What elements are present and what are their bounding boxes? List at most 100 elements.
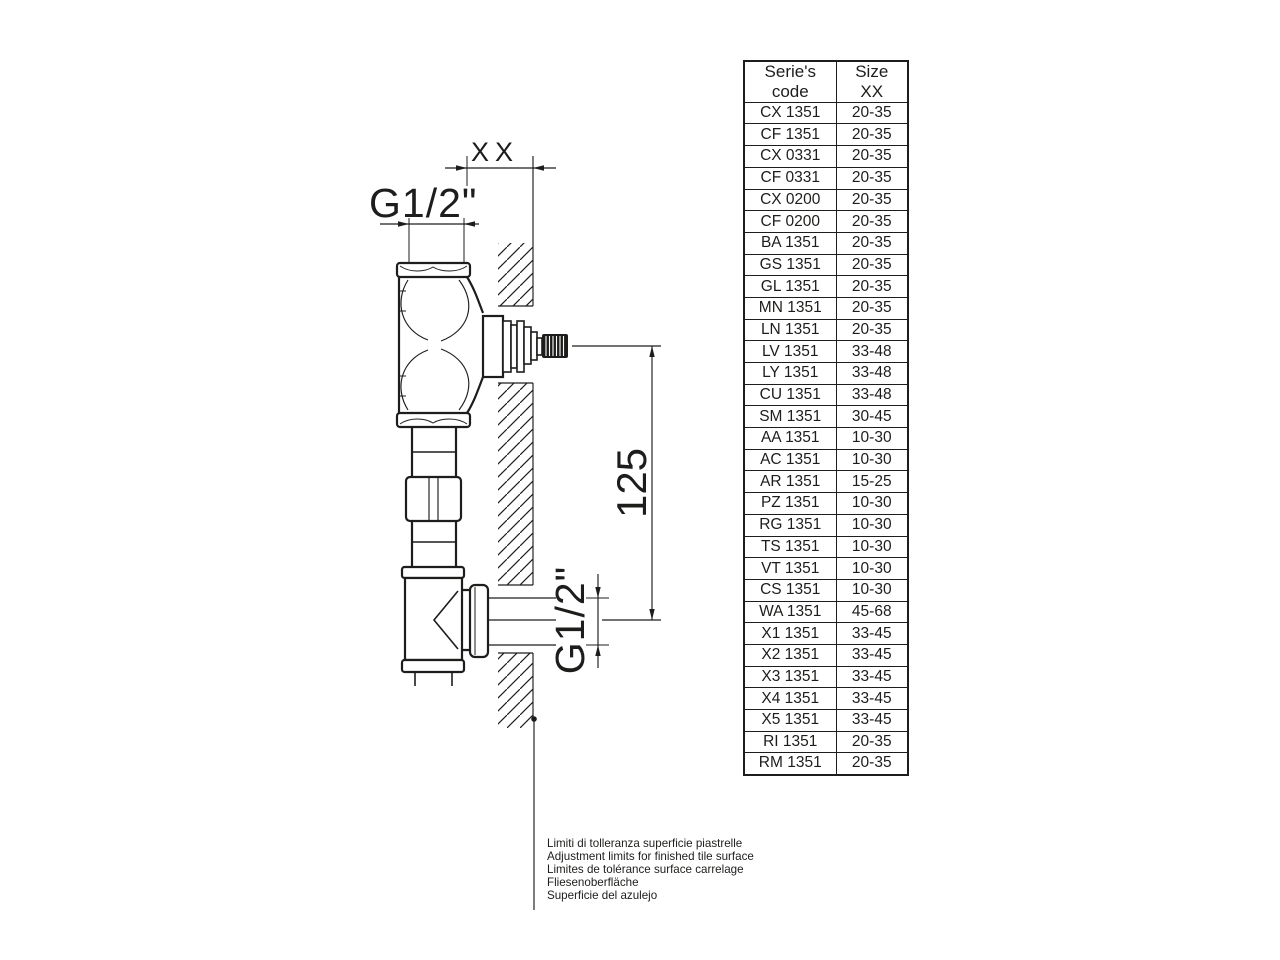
size-cell: 10-30 <box>835 427 909 450</box>
size-cell: 20-35 <box>835 752 909 776</box>
series-code-cell: BA 1351 <box>743 231 837 255</box>
size-cell: 10-30 <box>835 535 909 559</box>
size-cell: 33-48 <box>835 383 909 407</box>
size-cell: 33-45 <box>835 687 909 710</box>
size-cell: 30-45 <box>835 405 909 429</box>
size-cell: 10-30 <box>835 578 909 602</box>
note-line: Limites de tolérance surface carrelage <box>547 862 744 876</box>
size-cell: 15-25 <box>835 470 909 494</box>
col-header-series-code: Serie's code <box>743 60 837 103</box>
wall-hatch-lower <box>498 652 534 728</box>
dim-label-thread-bottom: G1/2" <box>547 566 593 674</box>
series-code-cell: CS 1351 <box>743 578 837 602</box>
series-code-cell: CX 1351 <box>743 101 837 125</box>
series-code-cell: LV 1351 <box>743 340 837 363</box>
installation-drawing: XX G1/2" <box>369 137 661 910</box>
header-line: XX <box>860 81 884 101</box>
size-cell: 33-45 <box>835 709 909 732</box>
size-cell: 20-35 <box>835 101 909 125</box>
size-cell: 45-68 <box>835 600 909 624</box>
header-line: code <box>771 81 809 101</box>
series-code-cell: CF 1351 <box>743 123 837 147</box>
header-line: Size <box>855 62 889 81</box>
note-line: Fliesenoberfläche <box>547 875 639 889</box>
wall-hatch-middle <box>498 382 534 586</box>
size-cell: 10-30 <box>835 557 909 580</box>
series-code-cell: GL 1351 <box>743 275 837 298</box>
size-cell: 33-45 <box>835 665 909 689</box>
size-cell: 20-35 <box>835 210 909 233</box>
series-code-cell: CF 0331 <box>743 166 837 190</box>
series-code-cell: LN 1351 <box>743 318 837 342</box>
size-cell: 20-35 <box>835 166 909 190</box>
series-code-cell: X3 1351 <box>743 665 837 689</box>
series-code-cell: X1 1351 <box>743 622 837 645</box>
tolerance-notes: Limiti di tolleranza superficie piastrel… <box>547 837 754 903</box>
size-cell: 20-35 <box>835 296 909 320</box>
size-cell: 10-30 <box>835 448 909 472</box>
size-cell: 33-45 <box>835 643 909 667</box>
union-nut <box>404 475 463 523</box>
series-code-cell: X5 1351 <box>743 709 837 732</box>
size-cell: 20-35 <box>835 275 909 298</box>
size-cell: 20-35 <box>835 123 909 147</box>
valve-body <box>395 261 485 429</box>
series-code-cell: RI 1351 <box>743 730 837 754</box>
dimension-thread-top: G1/2" <box>369 180 479 262</box>
size-cell: 20-35 <box>835 145 909 168</box>
size-cell: 33-48 <box>835 362 909 385</box>
outlet-flange <box>468 583 490 659</box>
series-code-cell: AC 1351 <box>743 448 837 472</box>
dimension-xx: XX <box>445 137 556 186</box>
series-code-cell: MN 1351 <box>743 296 837 320</box>
size-cell: 20-35 <box>835 253 909 277</box>
size-cell: 20-35 <box>835 730 909 754</box>
series-code-cell: AA 1351 <box>743 427 837 450</box>
size-cell: 33-48 <box>835 340 909 363</box>
series-code-cell: TS 1351 <box>743 535 837 559</box>
series-code-cell: CF 0200 <box>743 210 837 233</box>
size-cell: 20-35 <box>835 188 909 212</box>
size-cell: 20-35 <box>835 231 909 255</box>
table-header-row: Serie's code Size XX <box>743 60 909 103</box>
dim-label-thread-top: G1/2" <box>369 180 477 226</box>
series-code-cell: CX 0200 <box>743 188 837 212</box>
dim-label-125: 125 <box>608 448 655 518</box>
tee-fitting <box>400 565 556 686</box>
header-line: Serie's <box>764 62 816 81</box>
note-line: Adjustment limits for finished tile surf… <box>547 849 754 863</box>
series-code-cell: LY 1351 <box>743 362 837 385</box>
valve-cartridge-stem <box>481 314 661 379</box>
series-code-cell: WA 1351 <box>743 600 837 624</box>
series-code-cell: RG 1351 <box>743 513 837 537</box>
col-header-size: Size XX <box>835 60 909 103</box>
